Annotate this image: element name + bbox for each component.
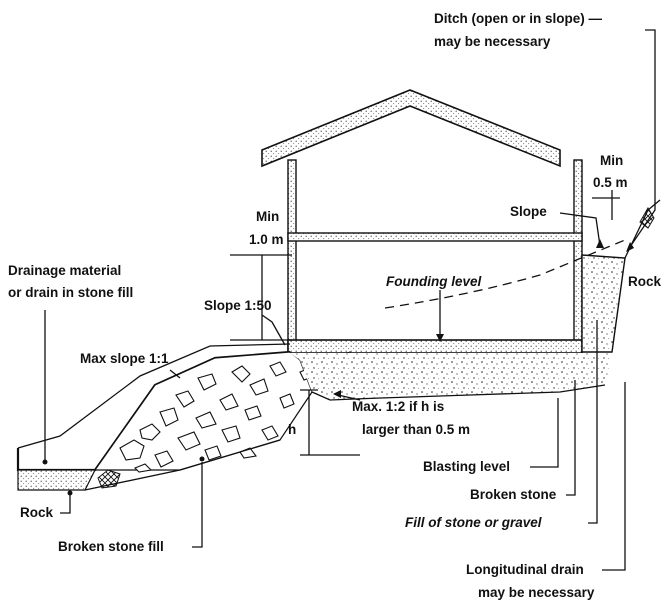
label-ditch-1: Ditch (open or in slope) —	[434, 11, 602, 26]
label-longitudinal-2: may be necessary	[478, 585, 595, 600]
label-ditch-2: may be necessary	[434, 34, 551, 49]
leaders	[42, 29, 656, 571]
label-founding-level: Founding level	[386, 274, 482, 289]
h-dimension	[300, 389, 360, 456]
label-min-left-2: 1.0 m	[249, 232, 284, 247]
house	[261, 89, 583, 354]
founding-arrowhead	[436, 334, 444, 342]
ditch-leader	[627, 29, 656, 251]
label-fill-gravel: Fill of stone or gravel	[405, 515, 542, 530]
ground	[0, 258, 664, 612]
label-blasting: Blasting level	[423, 459, 510, 474]
fill-gravel-leader	[588, 320, 598, 524]
ditch-arrowhead	[626, 242, 634, 252]
label-h: h	[288, 422, 296, 437]
excavation-dashed-line	[384, 239, 626, 309]
longitudinal-leader	[602, 382, 626, 571]
house-floor	[287, 232, 583, 242]
broken-stone-fill-leader	[192, 462, 203, 548]
house-roof	[261, 89, 561, 168]
max12-arrowhead	[333, 390, 341, 398]
rock-bed	[0, 258, 664, 612]
label-slope-150: Slope 1:50	[204, 298, 272, 313]
rock-hatch	[639, 207, 655, 229]
fill-stone-gravel-zone	[581, 254, 626, 353]
max12-leader	[337, 394, 361, 401]
house-right-wall	[573, 159, 583, 351]
rock-left-leader	[60, 495, 71, 514]
label-rock-right: Rock	[628, 274, 662, 289]
label-min-left-1: Min	[256, 209, 279, 224]
broken-stone-leader	[566, 380, 576, 496]
slope-arrowhead	[596, 239, 604, 248]
label-max12-1: Max. 1:2 if h is	[352, 399, 444, 414]
blasting-level-line	[311, 384, 606, 401]
label-drainage-1: Drainage material	[8, 263, 121, 278]
max-slope-leader	[169, 369, 181, 379]
label-broken-stone: Broken stone	[470, 487, 557, 502]
label-slope: Slope	[510, 204, 547, 219]
fill-surface-top	[17, 343, 291, 449]
min-05m-dimension	[592, 190, 620, 220]
label-drainage-2: or drain in stone fill	[8, 285, 133, 300]
rock-left-zone	[17, 469, 96, 491]
label-max12-2: larger than 0.5 m	[362, 422, 470, 437]
blasting-leader	[530, 398, 559, 468]
broken-stone-layer	[290, 353, 612, 400]
slope-150-leader	[261, 314, 286, 346]
label-longitudinal-1: Longitudinal drain	[466, 562, 584, 577]
label-rock-left: Rock	[20, 505, 54, 520]
label-broken-stone-fill: Broken stone fill	[58, 539, 164, 554]
label-max-slope: Max slope 1:1	[80, 351, 169, 366]
slope-leader	[559, 212, 601, 247]
labels: Ditch (open or in slope) — may be necess…	[8, 11, 662, 600]
house-footing	[287, 339, 583, 354]
label-min-top-1: Min	[600, 153, 623, 168]
rock-bottom-line	[84, 439, 281, 491]
rubble-stones	[119, 351, 355, 473]
label-min-top-2: 0.5 m	[593, 175, 628, 190]
